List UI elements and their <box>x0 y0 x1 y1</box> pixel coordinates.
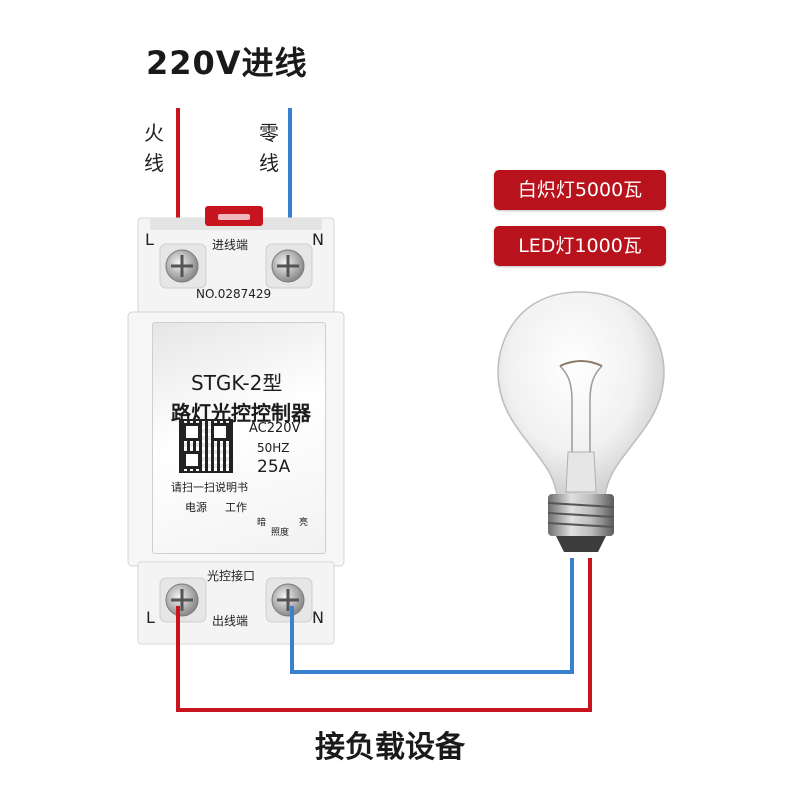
top-L-label: L <box>145 230 154 249</box>
work-indicator-label: 工作 <box>225 501 247 514</box>
current-text: 25A <box>257 457 291 477</box>
incandescent-spec: 白炽灯5000瓦 <box>494 170 666 210</box>
qr-code-icon <box>179 419 233 473</box>
neutral-wire-label: 零线 <box>259 121 279 175</box>
load-title: 接负载设备 <box>315 730 465 765</box>
screw-bottom-L <box>165 583 199 617</box>
knob-dark-label: 暗 <box>257 518 267 528</box>
top-N-label: N <box>312 230 324 249</box>
power-indicator-label: 电源 <box>185 501 207 514</box>
screw-top-L <box>165 249 199 283</box>
bottom-L-label: L <box>146 608 155 627</box>
live-out-wire <box>176 558 592 712</box>
input-terminal-label: 进线端 <box>212 238 249 252</box>
qr-caption: 请扫一扫说明书 <box>171 481 248 494</box>
frequency-text: 50HZ <box>257 441 290 455</box>
serial-number: NO.0287429 <box>196 287 272 301</box>
light-bulb <box>497 291 665 552</box>
screw-top-N <box>271 249 305 283</box>
led-spec: LED灯1000瓦 <box>494 226 666 266</box>
screw-bottom-N <box>271 583 305 617</box>
voltage-text: AC220V <box>249 421 301 436</box>
knob-bright-label: 亮 <box>299 518 309 528</box>
neutral-out-wire <box>290 558 574 674</box>
knob-label: 照度 <box>271 528 290 538</box>
light-port-label: 光控接口 <box>207 569 256 583</box>
bottom-N-label: N <box>312 608 324 627</box>
label-panel: STGK-2型 路灯光控控制器 AC220V 50HZ 25A 请扫一扫说明书 … <box>152 322 326 554</box>
output-terminal-label: 出线端 <box>212 614 249 628</box>
input-title: 220V进线 <box>146 44 308 82</box>
live-wire-label: 火线 <box>144 121 164 175</box>
model-text: STGK-2型 <box>191 371 283 395</box>
